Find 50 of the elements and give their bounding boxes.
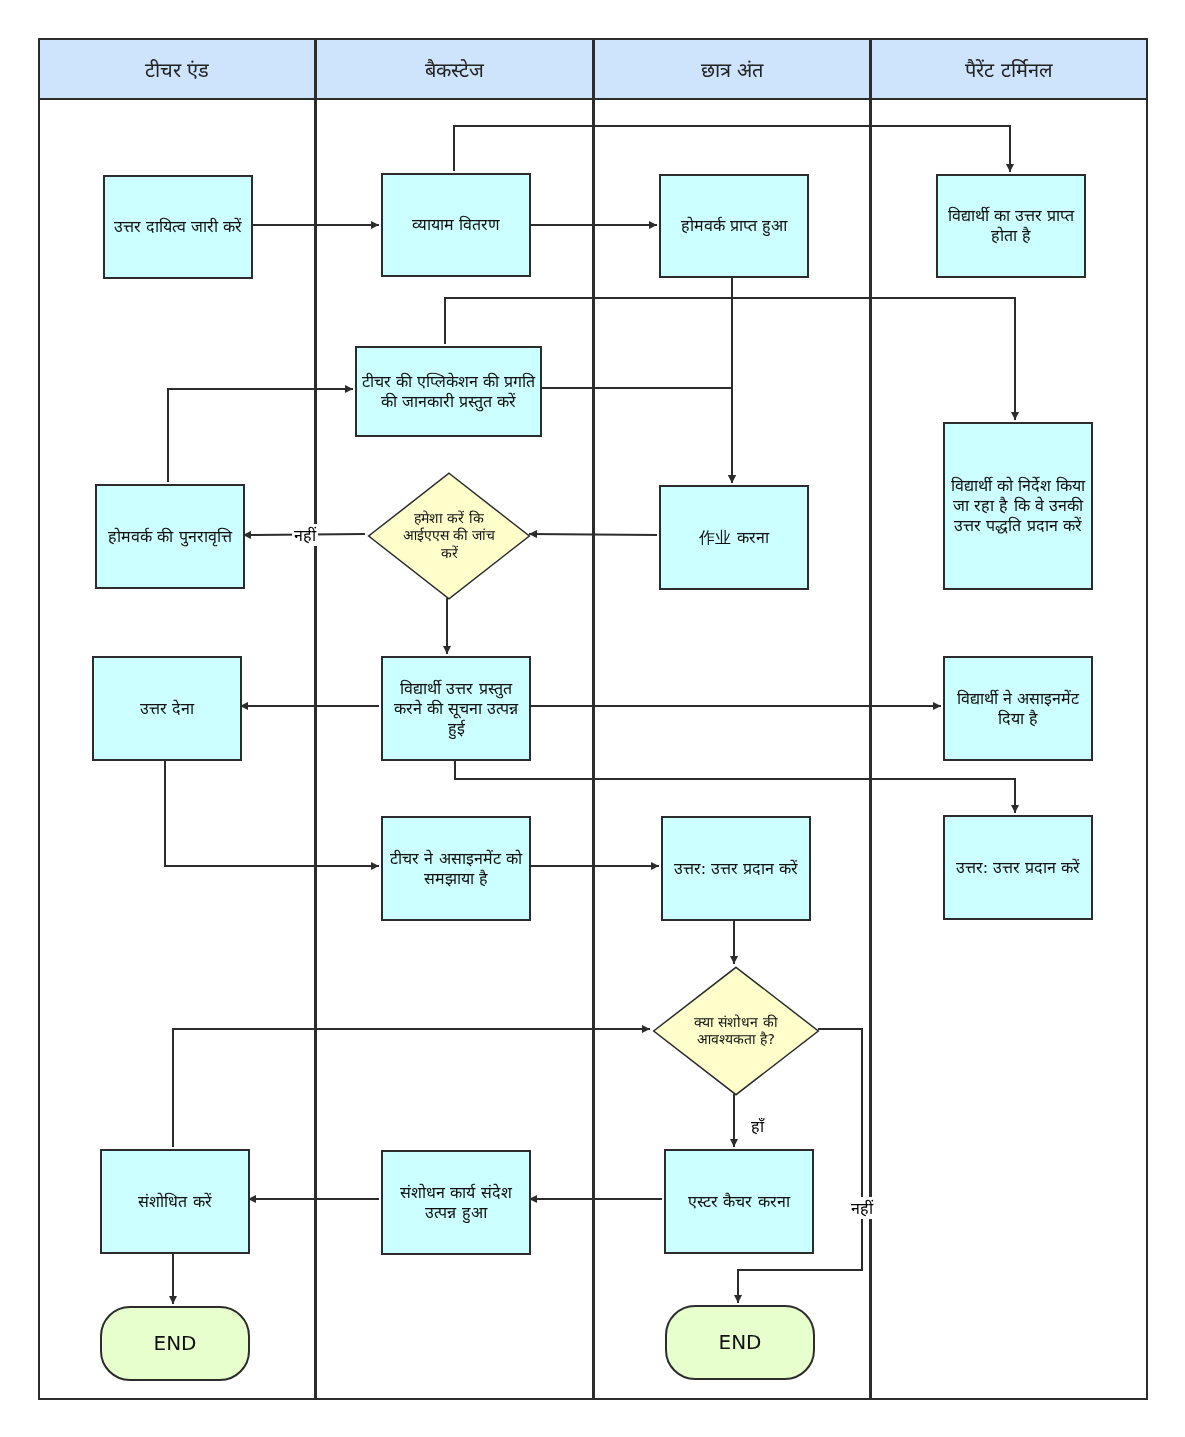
arrow xyxy=(444,297,1019,421)
decision-diamond: हमेशा करें कि आईएएस की जांच करें xyxy=(367,472,531,600)
process-box: टीचर ने असाइनमेंट को समझाया है xyxy=(381,816,531,921)
process-box: संशोधन कार्य संदेश उत्पन्न हुआ xyxy=(381,1150,531,1255)
process-box: 作业 करना xyxy=(659,485,809,590)
process-box: उत्तर दायित्व जारी करें xyxy=(103,175,253,279)
process-box: विद्यार्थी उत्तर प्रस्तुत करने की सूचना उत्पन्न हुई xyxy=(381,656,531,761)
process-box: टीचर की एप्लिकेशन की प्रगति की जानकारी प्रस्तुत करें xyxy=(355,346,542,437)
process-box: विद्यार्थी का उत्तर प्राप्त होता है xyxy=(936,174,1086,278)
arrow xyxy=(528,702,942,710)
arrow xyxy=(164,758,380,870)
arrow xyxy=(239,702,380,710)
edge-label: नहीं xyxy=(849,1197,875,1219)
arrow xyxy=(443,597,451,655)
edge-label: नहीं xyxy=(292,524,318,546)
swimlane xyxy=(315,38,594,1400)
arrow xyxy=(539,387,736,484)
process-box: उत्तर देना xyxy=(92,656,242,761)
arrow xyxy=(528,221,658,229)
process-box: संशोधित करें xyxy=(100,1149,250,1254)
arrow xyxy=(453,125,1014,173)
arrow xyxy=(730,1093,738,1148)
arrow xyxy=(528,1195,663,1203)
swimlane xyxy=(38,38,316,1400)
process-box: व्यायाम वितरण xyxy=(381,173,531,277)
arrow xyxy=(454,758,1019,814)
terminal-box: END xyxy=(665,1305,815,1380)
arrow xyxy=(172,1025,651,1148)
arrow xyxy=(730,918,738,965)
process-box: उत्तर: उत्तर प्रदान करें xyxy=(943,815,1093,920)
process-box: होमवर्क की पुनरावृत्ति xyxy=(95,484,245,589)
lane-header: टीचर एंड xyxy=(40,40,314,100)
arrow xyxy=(169,1251,177,1305)
arrow xyxy=(734,1028,863,1304)
lane-header: छात्र अंत xyxy=(595,40,869,100)
arrow xyxy=(250,221,380,229)
terminal-box: END xyxy=(100,1306,250,1381)
process-box: विद्यार्थी को निर्देश किया जा रहा है कि वे उनकी उत्तर पद्धति प्रदान करें xyxy=(943,422,1093,590)
lane-header: बैकस्टेज xyxy=(317,40,592,100)
arrow xyxy=(167,385,354,483)
lane-header: पैरेंट टर्मिनल xyxy=(872,40,1146,100)
arrow xyxy=(528,530,658,539)
decision-diamond: क्या संशोधन की आवश्यकता है? xyxy=(652,966,820,1096)
arrow xyxy=(528,862,660,870)
process-box: विद्यार्थी ने असाइनमेंट दिया है xyxy=(943,656,1093,761)
edge-label: हाँ xyxy=(748,1115,766,1137)
process-box: होमवर्क प्राप्त हुआ xyxy=(659,174,809,278)
process-box: एस्टर कैचर करना xyxy=(664,1149,814,1254)
arrow xyxy=(247,1195,380,1203)
process-box: उत्तर: उत्तर प्रदान करें xyxy=(661,816,811,921)
